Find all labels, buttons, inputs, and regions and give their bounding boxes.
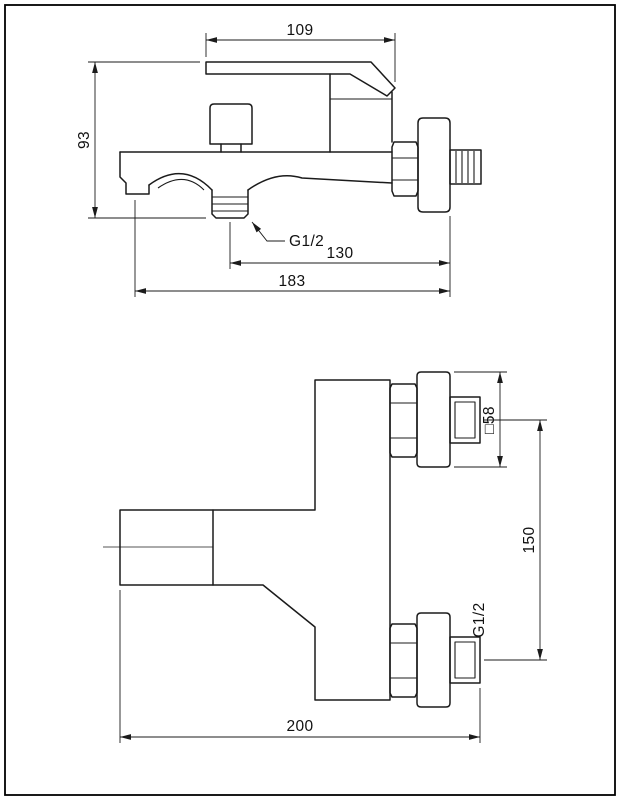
threaded-nipple-top-outer: [449, 396, 481, 444]
diverter-knob-neck: [220, 143, 242, 153]
dim-150-extension-lines: [484, 419, 547, 661]
threaded-nipple-side-threads: [455, 151, 475, 183]
side-view: [119, 61, 482, 219]
hex-nut-bottom-facets: [390, 642, 417, 679]
threaded-nipple-bottom-outer: [449, 636, 481, 684]
wall-flange-side-outline: [417, 117, 451, 213]
side-view-dimensions: 109 93 G1/2 130 183: [76, 22, 451, 297]
threaded-nipple-top-inner: [454, 401, 476, 439]
outlet-thread-leader-line: [251, 221, 285, 242]
dim-93-extension-lines: [88, 61, 206, 219]
dim-183-text: 183: [278, 273, 305, 290]
dim-130-text: 130: [326, 245, 353, 262]
dim-109-text: 109: [286, 22, 313, 39]
dim-93-text: 93: [76, 131, 93, 149]
hex-nut-bottom-outline: [389, 623, 418, 698]
threaded-nipple-side-outline: [449, 149, 482, 185]
wall-flange-top-outline: [416, 371, 451, 468]
spout-tip-aerator-outline: [119, 151, 150, 195]
dim-150-text: 150: [521, 526, 538, 553]
connection-thread-label: G1/2: [471, 602, 488, 637]
diverter-knob-outline: [209, 103, 253, 145]
hex-nut-top-outline: [389, 383, 418, 458]
dim-200-extension-lines: [119, 590, 481, 743]
lever-handle-outline: [205, 61, 396, 97]
dim-109-extension-lines: [205, 33, 396, 82]
hex-nut-side-outline: [391, 141, 419, 197]
body-underside-curve: [247, 175, 393, 191]
threaded-nipple-bottom-inner: [454, 641, 476, 679]
hose-outlet-thread-lines: [212, 196, 248, 212]
dim-200-text: 200: [286, 718, 313, 735]
wall-flange-bottom-outline: [416, 612, 451, 708]
hose-outlet-outline: [211, 189, 249, 219]
body-front-outline: [119, 379, 391, 701]
hex-nut-side-facets: [392, 157, 418, 181]
front-view-dimensions: □58 150 G1/2 200: [119, 371, 547, 743]
hex-nut-top-facets: [390, 402, 417, 439]
front-view: [103, 371, 481, 708]
spout-underside-curve: [148, 172, 213, 191]
sheet-border: [4, 4, 616, 796]
spout-underside-inner-curve: [157, 178, 205, 191]
outlet-thread-label: G1/2: [289, 233, 324, 250]
